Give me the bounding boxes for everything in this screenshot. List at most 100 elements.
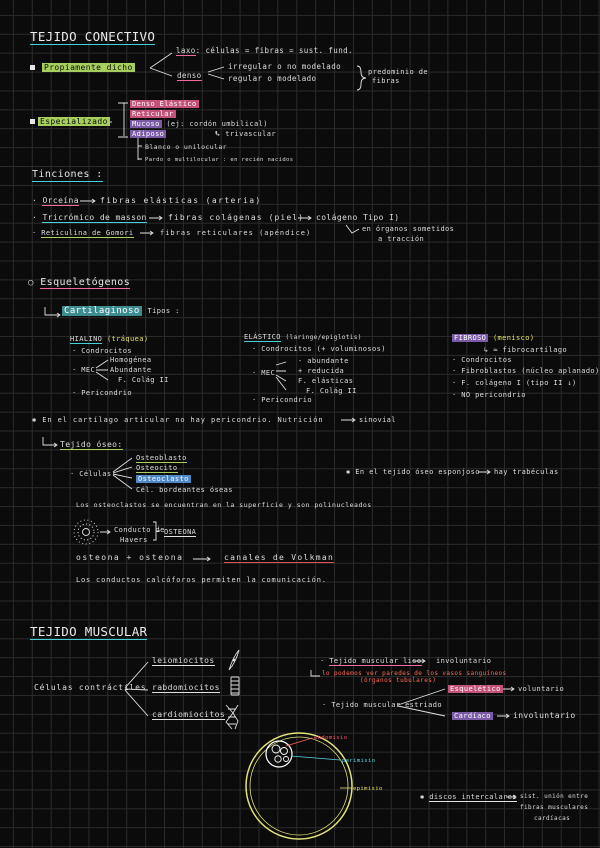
branch-arrow bbox=[149, 52, 173, 69]
muscular-title: TEJIDO MUSCULAR bbox=[30, 624, 148, 640]
elastico-mec-3: F. elásticas bbox=[298, 377, 354, 385]
tricromico-result: fibras colágenas (piel) bbox=[168, 213, 305, 222]
adiposo-blanco: Blanco o unilocular bbox=[145, 143, 227, 151]
tincion-tricromico: · Tricrómico de masson bbox=[32, 213, 147, 223]
denso-label: denso bbox=[177, 71, 202, 81]
type-rabdomiocitos: rabdomiocitos bbox=[152, 683, 220, 693]
tejido-oseo-heading: Tejido óseo: bbox=[60, 440, 123, 450]
label-epimisio: epimisio bbox=[353, 786, 383, 792]
fibroso-title: FIBROSO (menisco) bbox=[452, 334, 535, 342]
osteona-label: OSTEONA bbox=[164, 528, 197, 537]
arrow bbox=[80, 198, 96, 204]
arrow-bend bbox=[44, 307, 61, 318]
label-perimisio: perimisio bbox=[342, 758, 376, 764]
hialino-pericondrio: · Pericondrio bbox=[72, 389, 132, 397]
esqueletogenos-heading: ○ Esqueletógenos bbox=[28, 277, 131, 289]
oseo-cell-osteoclasto: Osteoclasto bbox=[136, 475, 191, 483]
hialino-mec-2: Abundante bbox=[110, 366, 152, 374]
bullet-square bbox=[30, 65, 35, 70]
oseo-cell-osteoblasto: Osteoblasto bbox=[136, 454, 187, 463]
elastico-title: ELÁSTICO (laringe/epiglotis) bbox=[244, 333, 362, 342]
fibroso-item-2: · Fibroblastos (núcleo aplanado) bbox=[452, 367, 600, 375]
arrow bbox=[478, 469, 491, 475]
estriado-label: · Tejido muscular estriado bbox=[322, 701, 442, 709]
osteona-formula: osteona + osteona bbox=[76, 553, 184, 562]
colageno-note: colágeno Tipo I) bbox=[316, 213, 400, 222]
esponjoso-trabeculas: hay trabéculas bbox=[494, 468, 559, 476]
denso-regular: regular o modelado bbox=[228, 74, 317, 83]
esqueletico-label: Esquelético bbox=[448, 685, 503, 693]
smooth-muscle-icon bbox=[228, 649, 240, 671]
liso-note-2: (órganos tubulares) bbox=[360, 677, 437, 684]
muscle-cross-section bbox=[245, 732, 353, 840]
hialino-title: HIALINO (tráquea) bbox=[70, 335, 149, 344]
tincion-orceina: · Orceína bbox=[32, 196, 79, 206]
liso-label: · Tejido muscular liso bbox=[320, 657, 422, 666]
branch-arrow bbox=[149, 67, 173, 77]
type-cardiomiocitos: cardiomiocitos bbox=[152, 710, 226, 720]
cardiaco-involuntario: involuntario bbox=[513, 711, 576, 720]
label-endomisio: endomisio bbox=[314, 735, 348, 741]
conducto-havers-1: Conducto de bbox=[114, 526, 165, 534]
arrow bbox=[412, 658, 426, 664]
fibroso-item-4: · NO pericondrio bbox=[452, 391, 526, 399]
tinciones-heading: Tinciones : bbox=[32, 169, 103, 182]
celulas-contractiles: Células contráctiles bbox=[34, 683, 147, 692]
adiposo-pardo: Pardo o multilocular : en recién nacidos bbox=[145, 157, 294, 163]
oseo-cell-bordeantes: Cél. bordeantes óseas bbox=[136, 486, 233, 494]
hialino-condrocitos: · Condrocitos bbox=[72, 347, 132, 355]
branch-arrow bbox=[207, 66, 225, 73]
arrow bbox=[502, 686, 515, 692]
sist-union-3: cardíacas bbox=[534, 815, 571, 822]
conducto-havers-2: Havers bbox=[120, 536, 148, 544]
arrow bbox=[140, 230, 154, 236]
especializado-label: Especializado bbox=[38, 117, 110, 126]
organos-note-2: a tracción bbox=[378, 235, 425, 243]
liso-note-1: lo podemos ver paredes de los vasos sang… bbox=[322, 670, 507, 677]
arrow bbox=[298, 215, 312, 221]
elastico-mec: · MEC bbox=[252, 369, 276, 377]
articular-note: ✱ En el cartílago articular no hay peric… bbox=[32, 416, 324, 424]
branch-arrow bbox=[207, 73, 225, 80]
hialino-mec-1: Homogénea bbox=[110, 356, 152, 364]
oseo-celulas: · Células bbox=[70, 470, 112, 478]
bracket bbox=[118, 102, 128, 138]
brace-right bbox=[356, 65, 367, 91]
fibroso-item-3: · F. colágeno I (tipo II ↓) bbox=[452, 379, 577, 387]
arrow-bend bbox=[345, 224, 360, 234]
laxo-line: laxo: células = fibras = sust. fund. bbox=[176, 46, 353, 56]
muscle-branches bbox=[124, 661, 149, 717]
propiamente-label: Propiamente dicho bbox=[42, 63, 135, 72]
organos-note-1: en órganos sometidos bbox=[362, 225, 455, 233]
esp-item-mucoso: Mucoso (ej: cordón umbilical) bbox=[130, 120, 268, 128]
mec-branches bbox=[95, 359, 109, 381]
arrow bbox=[149, 215, 163, 221]
predominio-line-1: predominio de bbox=[368, 68, 428, 76]
esp-item-denso: Denso Elástico bbox=[130, 100, 199, 108]
esponjoso-note: ✱ En el tejido óseo esponjoso bbox=[346, 468, 480, 476]
arrow bbox=[497, 713, 510, 719]
tincion-reticulina: · Reticulina de Gomori bbox=[32, 229, 134, 238]
esp-item-adiposo: Adiposo bbox=[130, 130, 167, 138]
reticulina-result: fibras reticulares (apéndice) bbox=[160, 229, 312, 237]
orceina-result: fibras elásticas (arteria) bbox=[100, 196, 262, 205]
mec-branches bbox=[275, 361, 287, 391]
adiposo-branch bbox=[137, 134, 142, 160]
sist-union-2: fibras musculares bbox=[520, 804, 589, 811]
osteona-diagram bbox=[73, 519, 160, 545]
arrow bbox=[506, 794, 517, 800]
branch-arrows bbox=[397, 688, 446, 717]
elastico-condrocitos: · Condrocitos (+ voluminosos) bbox=[252, 345, 386, 353]
skeletal-muscle-icon bbox=[230, 676, 240, 696]
oseo-cell-osteocito: Osteocito bbox=[136, 464, 178, 473]
cell-branches bbox=[112, 457, 133, 490]
elastico-mec-2: + reducida bbox=[298, 367, 345, 375]
bullet-square bbox=[30, 119, 35, 124]
arrow-bend bbox=[42, 437, 58, 448]
esp-item-reticular: Reticular bbox=[130, 110, 176, 118]
conductos-sentence: Los conductos calcóforos permiten la com… bbox=[76, 576, 327, 584]
liso-involuntario: involuntario bbox=[436, 657, 492, 665]
hialino-mec: · MEC bbox=[72, 366, 96, 374]
